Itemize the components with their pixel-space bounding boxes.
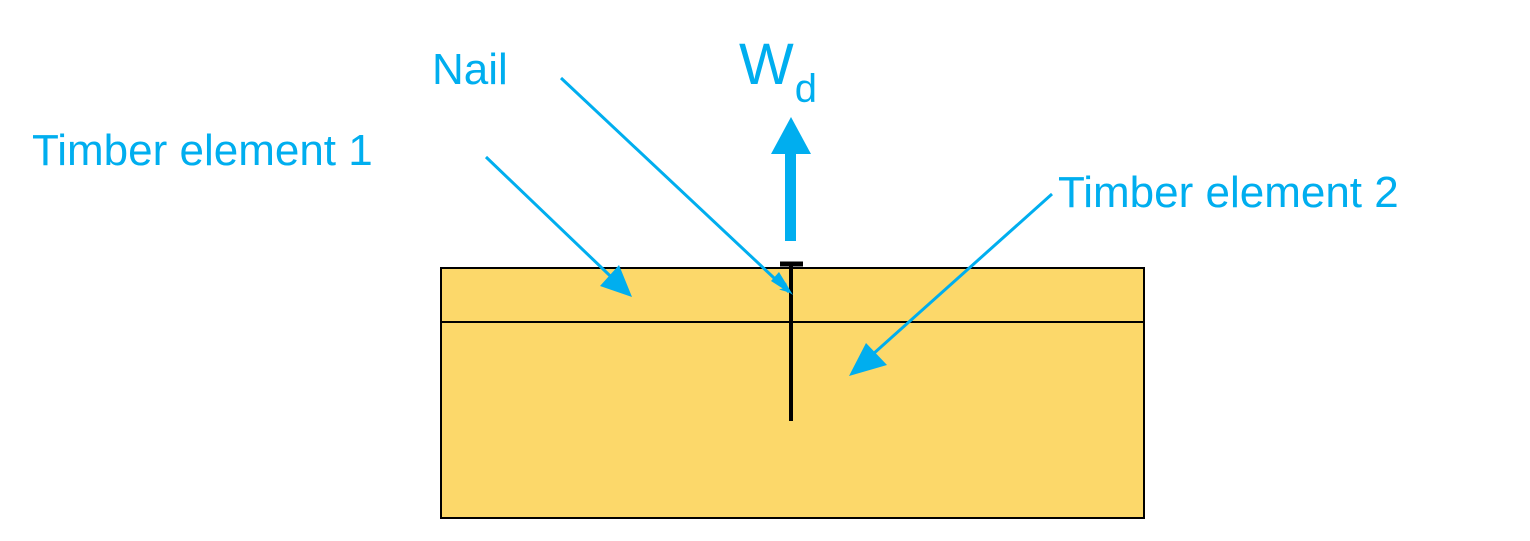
load-symbol: W xyxy=(739,32,794,97)
load-label: Wd xyxy=(739,32,817,111)
nail-leader-arrowhead xyxy=(771,272,793,295)
timber-element-1-leader-arrow xyxy=(484,155,630,295)
timber-element-1-label: Timber element 1 xyxy=(32,126,373,175)
nail-label: Nail xyxy=(432,45,508,94)
load-arrow-shaft xyxy=(785,152,796,241)
timber-element-2-leader-arrowhead xyxy=(849,343,887,376)
load-subscript: d xyxy=(795,67,817,111)
nail-shape xyxy=(780,261,803,421)
load-arrow-head xyxy=(771,117,811,154)
load-arrow xyxy=(771,117,811,241)
timber-element-1-leader-arrowhead xyxy=(600,265,632,297)
nail-leader-arrow xyxy=(559,76,791,294)
timber-element-2-leader-arrow xyxy=(851,192,1054,374)
timber-element-2-label: Timber element 2 xyxy=(1058,168,1399,217)
